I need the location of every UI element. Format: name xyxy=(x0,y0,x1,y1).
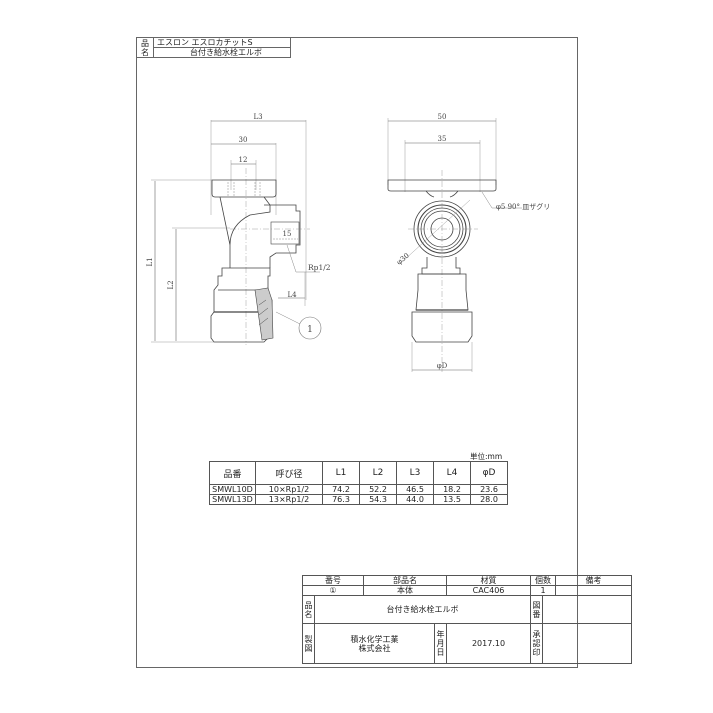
side-view: L3 30 12 15 Rp1/2 xyxy=(146,113,331,345)
product-name-cell: 台付き給水栓エルボ xyxy=(314,595,531,624)
dim-35: 35 xyxy=(438,135,447,143)
approval-stamp xyxy=(542,623,632,664)
header-title-block: 品名 エスロン エスロカチットS 台付き給水栓エルボ xyxy=(136,37,291,58)
company: 積水化学工業 株式会社 xyxy=(314,623,435,664)
cell: 10×Rp1/2 xyxy=(255,484,323,495)
drawing-frame xyxy=(136,37,578,668)
dim-15: 15 xyxy=(283,230,292,238)
company-line1: 積水化学工業 xyxy=(350,634,399,644)
part-balloon-1: 1 xyxy=(307,325,313,335)
parts-row: ① 本体 CAC406 1 xyxy=(302,585,632,596)
part-qty: 1 xyxy=(530,585,556,596)
dim-L3: L3 xyxy=(253,113,262,121)
hdr-part-name: 部品名 xyxy=(363,575,447,586)
drawing-no-label: 図番 xyxy=(530,595,543,624)
cell: 23.6 xyxy=(470,484,508,495)
dim-L2: L2 xyxy=(167,280,175,289)
col-header: L1 xyxy=(322,461,360,485)
product-label: 品名 xyxy=(302,595,315,624)
product-name: 台付き給水栓エルボ xyxy=(153,47,291,58)
dim-50: 50 xyxy=(438,113,447,121)
hdr-qty: 個数 xyxy=(530,575,556,586)
dim-L1: L1 xyxy=(146,257,154,266)
part-material: CAC406 xyxy=(446,585,531,596)
part-name: 本体 xyxy=(363,585,447,596)
table-row: SMWL10D 10×Rp1/2 74.2 52.2 46.5 18.2 23.… xyxy=(209,484,508,495)
dim-L4: L4 xyxy=(287,291,297,299)
dimension-table: 品番 呼び径 L1 L2 L3 L4 φD SMWL10D 10×Rp1/2 7… xyxy=(209,461,508,505)
cell: SMWL13D xyxy=(209,494,256,505)
cell: 28.0 xyxy=(470,494,508,505)
cell: 44.0 xyxy=(396,494,434,505)
col-header: 品番 xyxy=(209,461,256,485)
unit-label: 単位:mm xyxy=(470,452,503,461)
dim-phi30: φ30 xyxy=(395,252,411,267)
cell: 76.3 xyxy=(322,494,360,505)
drawing-no xyxy=(542,595,632,624)
cell: SMWL10D xyxy=(209,484,256,495)
part-remarks xyxy=(555,585,632,596)
thread-callout: Rp1/2 xyxy=(308,263,331,272)
drafted-label: 製図 xyxy=(302,623,315,664)
cell: 52.2 xyxy=(359,484,397,495)
cell: 46.5 xyxy=(396,484,434,495)
hole-callout: φ5 90° 皿ザグリ xyxy=(496,202,550,211)
dim-12: 12 xyxy=(239,156,248,164)
col-header: L4 xyxy=(433,461,471,485)
cell: 13.5 xyxy=(433,494,471,505)
cell: 74.2 xyxy=(322,484,360,495)
company-line2: 株式会社 xyxy=(358,643,391,653)
hdr-remarks: 備考 xyxy=(555,575,632,586)
cell: 18.2 xyxy=(433,484,471,495)
cell: 54.3 xyxy=(359,494,397,505)
col-header: L2 xyxy=(359,461,397,485)
table-row: SMWL13D 13×Rp1/2 76.3 54.3 44.0 13.5 28.… xyxy=(209,494,508,505)
date-label: 年月日 xyxy=(434,623,447,664)
dim-30: 30 xyxy=(239,136,248,144)
hdr-no: 番号 xyxy=(302,575,364,586)
title-block: 番号 部品名 材質 個数 備考 ① 本体 CAC406 1 品名 台付き給水栓エ… xyxy=(302,575,632,664)
col-header: 呼び径 xyxy=(255,461,323,485)
cell: 13×Rp1/2 xyxy=(255,494,323,505)
approval-label: 承認印 xyxy=(530,623,543,664)
dim-phiD: φD xyxy=(437,362,448,370)
hdr-material: 材質 xyxy=(446,575,531,586)
part-no: ① xyxy=(302,585,364,596)
date: 2017.10 xyxy=(446,623,531,664)
col-header: φD xyxy=(470,461,508,485)
col-header: L3 xyxy=(396,461,434,485)
front-view: 50 35 φ5 90° 皿ザグリ φ30 φD xyxy=(387,113,550,372)
